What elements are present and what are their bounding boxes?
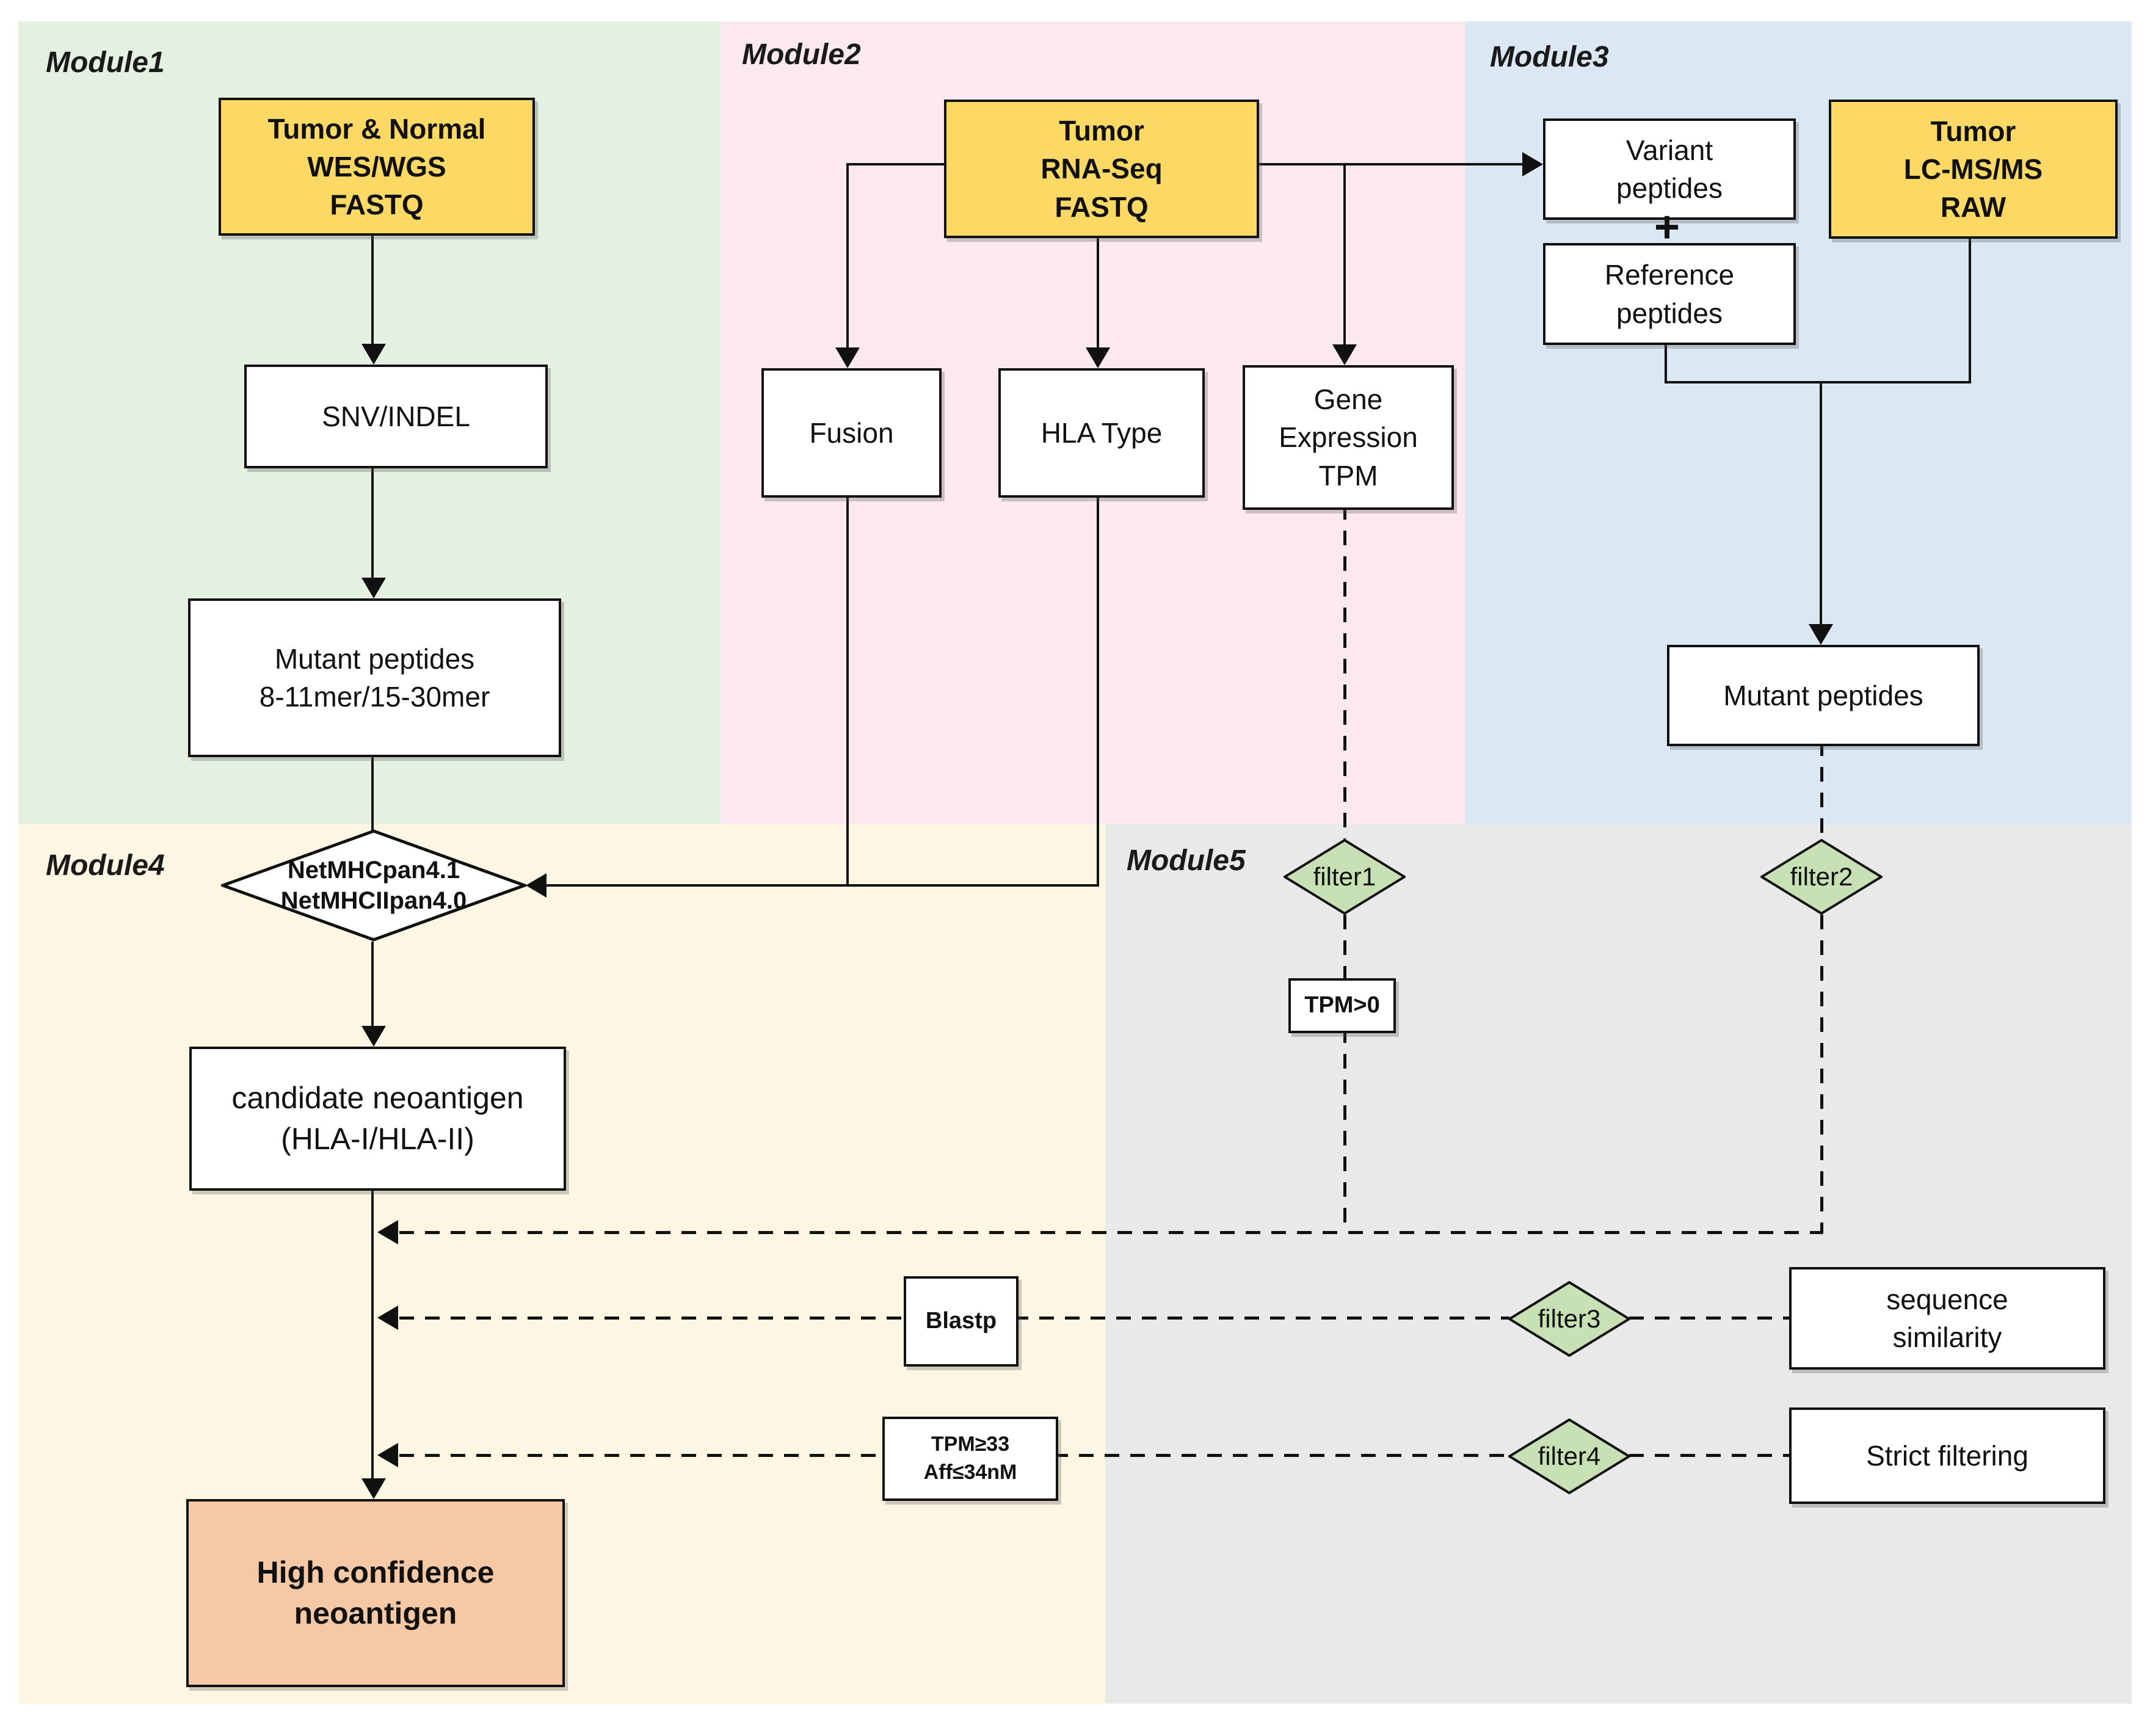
arrowhead-icon: [1522, 152, 1543, 176]
arrowhead-icon: [1809, 624, 1833, 645]
arrowhead-icon: [361, 578, 386, 598]
tpm-gt0-threshold-box: TPM>0: [1288, 978, 1396, 1033]
connector-line-dashed: [1343, 915, 1346, 979]
arrowhead-icon: [1332, 344, 1357, 365]
arrowhead-icon: [1086, 347, 1110, 368]
module5-region: [1105, 824, 2132, 1704]
tumor-normal-wes-input-box: Tumor & Normal WES/WGS FASTQ: [219, 98, 535, 236]
candidate-neoantigen-box: candidate neoantigen (HLA-I/HLA-II): [189, 1047, 566, 1191]
connector-line: [371, 463, 374, 578]
filter2-diamond: [1760, 839, 1883, 915]
module2-label: Module2: [742, 38, 861, 71]
arrowhead-icon: [361, 344, 386, 365]
blastp-box: Blastp: [904, 1276, 1019, 1367]
arrowhead-icon: [361, 1026, 386, 1047]
connector-line-dashed: [1629, 1317, 1789, 1320]
connector-line: [846, 163, 849, 349]
filter4-diamond: [1508, 1418, 1630, 1494]
filter3-diamond: [1508, 1281, 1630, 1357]
snv-indel-box: SNV/INDEL: [244, 365, 548, 468]
connector-line: [1665, 381, 1971, 383]
module1-label: Module1: [46, 46, 165, 79]
filter2-label: filter2: [1790, 862, 1853, 891]
arrowhead-icon: [361, 1478, 386, 1499]
mutant-peptides-right-box: Mutant peptides: [1667, 645, 1980, 746]
connector-line: [1665, 340, 1667, 383]
strict-filtering-box: Strict filtering: [1789, 1407, 2105, 1504]
hla-type-box: HLA Type: [998, 368, 1205, 498]
gene-expression-box: Gene Expression TPM: [1243, 365, 1454, 510]
arrowhead-icon: [835, 347, 860, 368]
filter4-label: filter4: [1538, 1441, 1601, 1470]
sequence-similarity-box: sequence similarity: [1789, 1267, 2105, 1370]
connector-line-dashed: [1053, 1454, 1509, 1457]
connector-line: [544, 884, 1099, 887]
connector-line: [1254, 163, 1526, 165]
connector-line: [846, 493, 849, 887]
fusion-box: Fusion: [761, 368, 942, 498]
module3-label: Module3: [1490, 41, 1609, 73]
connector-line-dashed: [1343, 1028, 1346, 1233]
plus-symbol: +: [1654, 203, 1680, 252]
filter1-label: filter1: [1313, 862, 1376, 891]
connector-line: [1820, 381, 1822, 625]
connector-line-dashed: [399, 1231, 1823, 1234]
module4-label: Module4: [46, 849, 165, 882]
connector-line: [371, 752, 374, 830]
connector-line: [371, 234, 374, 345]
netmhc-decision-label: NetMHCpan4.1 NetMHCIIpan4.0: [280, 857, 467, 914]
connector-line: [848, 163, 945, 165]
connector-line-dashed: [1629, 1454, 1789, 1457]
high-confidence-neoantigen-box: High confidence neoantigen: [186, 1499, 565, 1687]
connector-line-dashed: [399, 1317, 904, 1320]
connector-line: [371, 942, 374, 1027]
connector-line: [1343, 164, 1346, 346]
filter1-diamond: [1284, 839, 1406, 915]
connector-line: [1097, 233, 1099, 349]
tpm33-aff34-threshold-box: TPM≥33 Aff≤34nM: [882, 1417, 1058, 1501]
connector-line-dashed: [399, 1454, 882, 1457]
connector-line: [1969, 234, 1971, 383]
arrowhead-icon: [377, 1306, 398, 1330]
module5-label: Module5: [1127, 844, 1246, 877]
arrowhead-icon: [377, 1443, 398, 1467]
variant-peptides-box: Variant peptides: [1543, 118, 1796, 220]
tumor-rnaseq-input-box: Tumor RNA-Seq FASTQ: [944, 100, 1259, 238]
tumor-lcms-input-box: Tumor LC-MS/MS RAW: [1829, 100, 2118, 239]
mutant-peptides-box: Mutant peptides 8-11mer/15-30mer: [188, 598, 561, 757]
connector-line-dashed: [1014, 1317, 1509, 1320]
netmhc-decision-diamond: [221, 829, 526, 942]
connector-line-dashed: [1343, 505, 1346, 839]
connector-line: [371, 1186, 374, 1480]
reference-peptides-box: Reference peptides: [1543, 243, 1796, 345]
arrowhead-icon: [377, 1220, 398, 1244]
arrowhead-icon: [526, 873, 547, 898]
connector-line-dashed: [1820, 741, 1823, 840]
connector-line: [1097, 493, 1099, 887]
filter3-label: filter3: [1538, 1304, 1601, 1333]
connector-line-dashed: [1820, 915, 1823, 1233]
